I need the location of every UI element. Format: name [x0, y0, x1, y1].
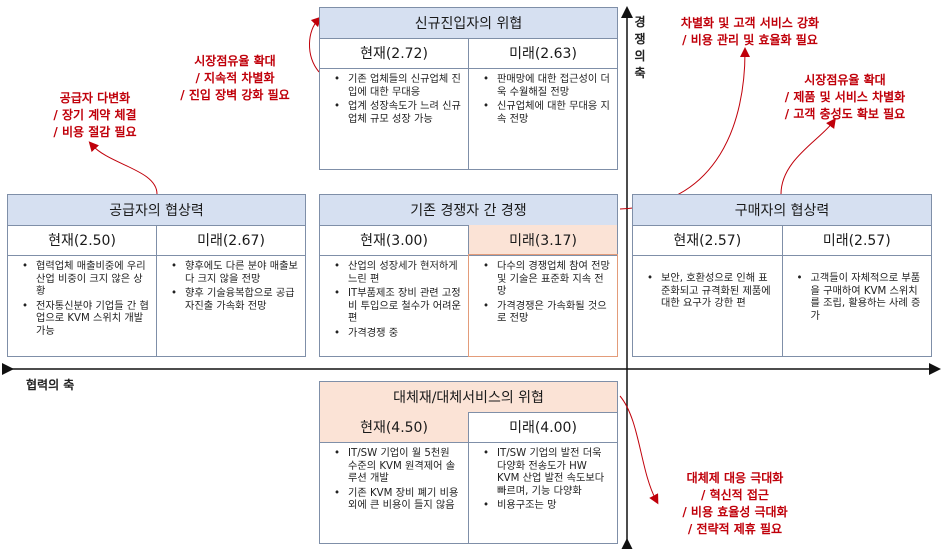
suppliers-future-list: 향후에도 다른 분야 매출보다 크지 않을 전망 향후 기술융복합으로 공급자진… [163, 261, 299, 313]
suppliers-panel: 공급자의 협상력 현재(2.50) 미래(2.67) 협력업체 매출비중에 우리… [7, 194, 306, 357]
suppliers-current-list: 협력업체 매출비중에 우리 산업 비중이 크지 않은 상황 전자통신분야 기업들… [14, 261, 150, 339]
buyers-future-list: 고객들이 자체적으로 부품을 구매하여 KVM 스위치를 조립, 활용하는 사례… [789, 273, 926, 323]
list-item: 협력업체 매출비중에 우리 산업 비중이 크지 않은 상황 [22, 261, 150, 299]
note-line: / 전략적 제휴 필요 [687, 522, 783, 536]
list-item: 가격경쟁은 가속화될 것으로 전망 [483, 301, 611, 326]
list-item: 비용구조는 망 [483, 500, 611, 513]
list-item: 고객들이 자체적으로 부품을 구매하여 KVM 스위치를 조립, 활용하는 사례… [797, 273, 926, 323]
note-line: / 지속적 차별화 [195, 71, 275, 85]
note-line: 시장점유율 확대 [194, 54, 276, 68]
rivalry-future-list: 다수의 경쟁업체 참여 전망 및 기술은 표준화 지속 전망 가격경쟁은 가속화… [475, 261, 611, 326]
rivalry-future-label: 미래(3.17) [468, 225, 617, 255]
list-item: 다수의 경쟁업체 참여 전망 및 기술은 표준화 지속 전망 [483, 261, 611, 299]
entrants-title: 신규진입자의 위협 [320, 8, 617, 39]
supplier-connector [88, 141, 158, 195]
rivalry-panel: 기존 경쟁자 간 경쟁 현재(3.00) 미래(3.17) 산업의 성장세가 현… [319, 194, 618, 357]
entrant-connector [309, 16, 322, 73]
cooperation-axis-label: 협력의 축 [26, 378, 75, 392]
note-line: / 비용 절감 필요 [53, 125, 137, 139]
note-line: / 고객 충성도 확보 필요 [784, 107, 906, 121]
entrants-current-list: 기존 업체들의 신규업체 진입에 대한 무대응 업계 성장속도가 느려 신규업체… [326, 74, 462, 126]
suppliers-future-label: 미래(2.67) [156, 225, 305, 255]
note-line: 시장점유율 확대 [804, 73, 886, 87]
buyers-title: 구매자의 협상력 [633, 195, 931, 226]
substitutes-current-list: IT/SW 기업이 월 5천원 수준의 KVM 원격제어 솔루션 개발 기존 K… [326, 448, 462, 513]
note-line: / 장기 계약 체결 [53, 108, 137, 122]
list-item: 전자통신분야 기업들 간 협업으로 KVM 스위치 개발 가능 [22, 301, 150, 339]
substitutes-current-label: 현재(4.50) [320, 412, 468, 442]
note-line: / 혁신적 접근 [701, 488, 769, 502]
substitutes-future-label: 미래(4.00) [468, 412, 617, 442]
list-item: IT/SW 기업이 월 5천원 수준의 KVM 원격제어 솔루션 개발 [334, 448, 462, 486]
entrants-current-label: 현재(2.72) [360, 46, 428, 62]
note-line: / 제품 및 서비스 차별화 [784, 90, 906, 104]
buyers-current-label: 현재(2.57) [673, 233, 742, 249]
list-item: 향후에도 다른 분야 매출보다 크지 않을 전망 [171, 261, 299, 286]
suppliers-title: 공급자의 협상력 [8, 195, 305, 226]
entrants-future-list: 판매망에 대한 접근성이 더욱 수월해질 전망 신규업체에 대한 무대응 지속 … [475, 74, 611, 126]
list-item: 기존 업체들의 신규업체 진입에 대한 무대응 [334, 74, 462, 99]
supplier-strategy-note: 공급자 다변화 / 장기 계약 체결 / 비용 절감 필요 [30, 90, 160, 141]
list-item: 향후 기술융복합으로 공급자진출 가속화 전망 [171, 288, 299, 313]
list-item: IT/SW 기업의 발전 더욱 다양화 전송도가 HW KVM 산업 발전 속도… [483, 448, 611, 498]
entrants-panel: 신규진입자의 위협 현재(2.72) 미래(2.63) 기존 업체들의 신규업체… [319, 7, 618, 170]
substitute-connector [619, 395, 659, 505]
list-item: 산업의 성장세가 현저하게 느린 편 [334, 261, 462, 286]
competition-axis-label: 경쟁의 축 [634, 15, 646, 80]
note-line: 차별화 및 고객 서비스 강화 [680, 16, 820, 30]
substitutes-future-list: IT/SW 기업의 발전 더욱 다양화 전송도가 HW KVM 산업 발전 속도… [475, 448, 611, 513]
entrants-future-label: 미래(2.63) [468, 38, 617, 68]
buyer-connector [780, 117, 836, 195]
note-line: 대체제 대응 극대화 [686, 471, 784, 485]
list-item: IT부품제조 장비 관련 고정비 투입으로 철수가 어려운 편 [334, 288, 462, 326]
buyers-future-label: 미래(2.57) [781, 225, 932, 255]
note-line: 공급자 다변화 [59, 91, 131, 105]
rivalry-strategy-note: 차별화 및 고객 서비스 강화 / 비용 관리 및 효율화 필요 [660, 15, 840, 49]
note-line: / 비용 관리 및 효율화 필요 [682, 33, 818, 47]
note-line: / 비용 효율성 극대화 [682, 505, 788, 519]
substitute-strategy-note: 대체제 대응 극대화 / 혁신적 접근 / 비용 효율성 극대화 / 전략적 제… [655, 470, 815, 538]
list-item: 업계 성장속도가 느려 신규업체 규모 성장 가능 [334, 101, 462, 126]
substitutes-panel: 대체재/대체서비스의 위협 현재(4.50) 미래(4.00) IT/SW 기업… [319, 381, 618, 544]
rivalry-title: 기존 경쟁자 간 경쟁 [320, 195, 617, 226]
buyers-current-list: 보안, 호환성으로 인해 표준화되고 규격화된 제품에 대한 요구가 강한 편 [639, 273, 776, 311]
entrant-strategy-note: 시장점유율 확대 / 지속적 차별화 / 진입 장벽 강화 필요 [160, 53, 310, 104]
substitutes-title: 대체재/대체서비스의 위협 [320, 382, 617, 413]
buyer-strategy-note: 시장점유율 확대 / 제품 및 서비스 차별화 / 고객 충성도 확보 필요 [765, 72, 925, 123]
list-item: 보안, 호환성으로 인해 표준화되고 규격화된 제품에 대한 요구가 강한 편 [647, 273, 776, 311]
note-line: / 진입 장벽 강화 필요 [180, 88, 290, 102]
rivalry-current-list: 산업의 성장세가 현저하게 느린 편 IT부품제조 장비 관련 고정비 투입으로… [326, 261, 462, 341]
buyers-panel: 구매자의 협상력 현재(2.57) 미래(2.57) 보안, 호환성으로 인해 … [632, 194, 932, 357]
list-item: 신규업체에 대한 무대응 지속 전망 [483, 101, 611, 126]
suppliers-current-label: 현재(2.50) [48, 233, 116, 249]
list-item: 가격경쟁 중 [334, 328, 462, 341]
rivalry-current-label: 현재(3.00) [360, 233, 428, 249]
list-item: 기존 KVM 장비 폐기 비용 외에 큰 비용이 들지 않음 [334, 488, 462, 513]
list-item: 판매망에 대한 접근성이 더욱 수월해질 전망 [483, 74, 611, 99]
